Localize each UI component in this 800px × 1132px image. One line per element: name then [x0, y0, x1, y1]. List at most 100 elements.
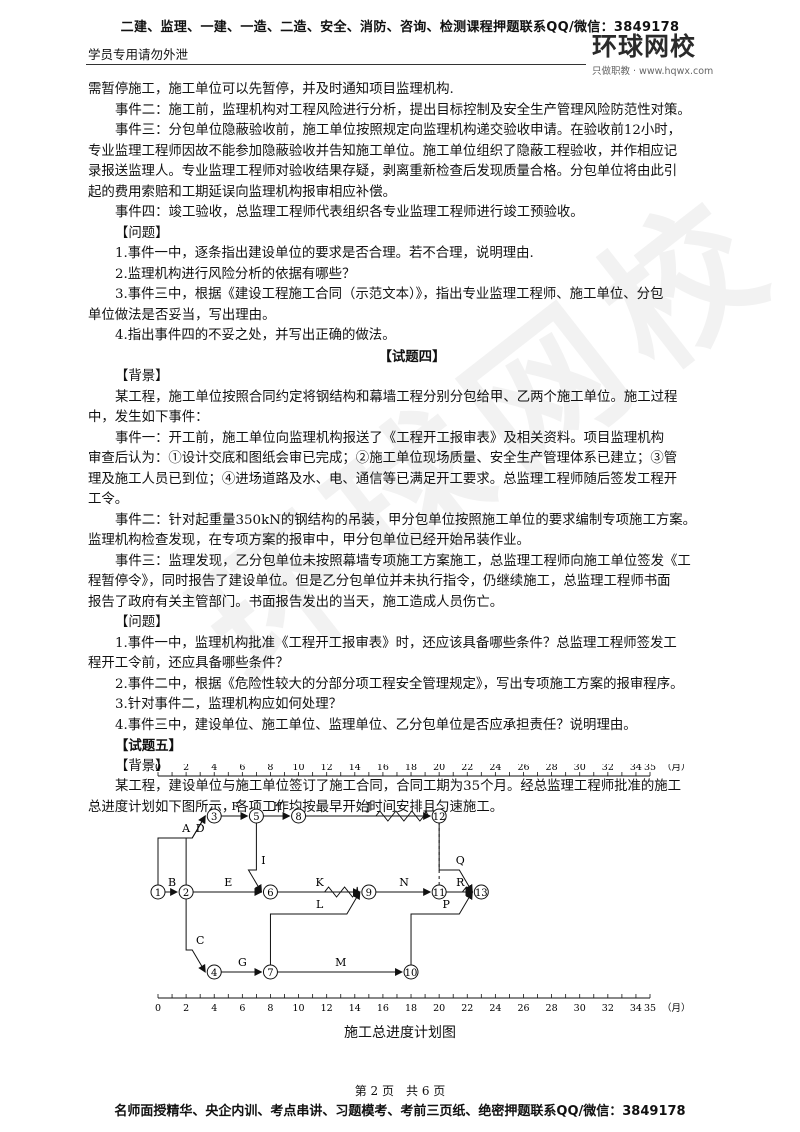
axis-tick-label: 12 [321, 1003, 333, 1014]
event-node [262, 884, 278, 900]
axis-tick-label: 26 [517, 1003, 529, 1014]
free-float-wave [324, 886, 359, 898]
axis-tick-label: 18 [405, 1003, 417, 1014]
event-node [178, 884, 194, 900]
header-divider [86, 64, 586, 65]
axis-tick-label: 6 [239, 1003, 245, 1014]
axis-tick-label: 16 [377, 764, 389, 773]
axis-tick-label: 16 [377, 1003, 389, 1014]
text-line: 某工程，建设单位与施工单位签订了施工合同，合同工期为35个月。经总监理工程师批准… [115, 779, 682, 794]
axis-tick-label: 10 [293, 1003, 305, 1014]
text-line: 1.事件一中，逐条指出建设单位的要求是否合理。若不合理，说明理由. [115, 246, 534, 261]
text-line: 【试题五】 [115, 738, 182, 754]
event-node [248, 808, 264, 824]
event-node-label: 11 [433, 888, 446, 899]
axis-tick-label: 24 [489, 1003, 501, 1014]
text-line: 事件二：施工前，监理机构对工程风险进行分析，提出目标控制及安全生产管理风险防范性… [115, 102, 691, 118]
axis-tick-label: 32 [602, 764, 614, 773]
axis-tick-label: 35 [644, 764, 656, 773]
text-line: 单位做法是否妥当，写出理由。 [88, 307, 276, 323]
axis-tick-label: 20 [433, 764, 445, 773]
student-only-note: 学员专用请勿外泄 [88, 47, 189, 62]
axis-tick-label: 24 [489, 764, 501, 773]
axis-tick-label: 8 [267, 764, 273, 773]
event-node [206, 964, 222, 980]
axis-unit-label: （月） [662, 764, 691, 773]
text-line: 录报送监理人。专业监理工程师对验收结果存疑，剥离重新检查后发现质量合格。分包单位… [88, 164, 678, 179]
axis-tick-label: 28 [546, 1003, 558, 1014]
activity-label: G [238, 956, 247, 969]
text-line: 2.监理机构进行风险分析的依据有哪些？ [115, 266, 356, 282]
activity-label: L [316, 898, 324, 911]
activity-label: H [273, 800, 283, 813]
text-line: 事件三：分包单位隐蔽验收前，施工单位按照规定向监理机构递交验收申请。在验收前12… [115, 123, 682, 138]
text-line: 报告了政府有关主管部门。书面报告发出的当天，施工造成人员伤亡。 [88, 594, 504, 610]
text-line: 4.指出事件四的不妥之处，并写出正确的做法。 [115, 328, 396, 343]
axis-tick-label: 2 [183, 764, 189, 773]
text-line: 程暂停令》，同时报告了建设单位。但是乙分包单位并未执行指令，仍继续施工，总监理工… [88, 574, 671, 589]
activity-arrow [410, 891, 473, 965]
event-node [431, 884, 447, 900]
text-line: 【试题四】 [378, 348, 446, 365]
axis-tick-label: 14 [349, 1003, 361, 1014]
text-line: 【背景】 [115, 758, 169, 774]
event-node [150, 884, 166, 900]
text-line: 监理机构检查发现，在专项方案的报审中，甲分包单位已经开始吊装作业。 [88, 533, 530, 548]
event-node [291, 808, 307, 824]
text-line: 专业监理工程师因故不能参加隐蔽验收并告知施工单位。施工单位组织了隐蔽工程验收，并… [88, 143, 678, 159]
free-float-wave [461, 886, 471, 893]
text-line: 审查后认为：①设计交底和图纸会审已完成；②施工单位现场质量、安全生产管理体系已建… [88, 451, 678, 466]
activity-arrow [185, 899, 206, 973]
activity-label: B [168, 876, 176, 889]
activity-arrow [269, 891, 361, 965]
axis-tick-label: 22 [461, 1003, 473, 1014]
text-line: 【问题】 [115, 615, 169, 630]
event-node-label: 7 [267, 968, 273, 979]
event-node-label: 8 [295, 812, 301, 823]
activity-label: N [399, 876, 409, 889]
event-node-label: 2 [183, 888, 189, 899]
axis-tick-label: 34 [630, 764, 642, 773]
event-node [361, 884, 377, 900]
event-node-label: 9 [366, 888, 372, 899]
axis-tick-label: 4 [211, 764, 217, 773]
activity-label: F [231, 800, 239, 813]
logo-title: 环球网校 [592, 32, 697, 61]
event-node-label: 12 [433, 812, 446, 823]
axis-tick-label: 4 [211, 1003, 217, 1014]
text-line: 某工程，施工单位按照合同约定将钢结构和幕墙工程分别分包给甲、乙两个施工单位。施工… [115, 389, 678, 405]
activity-label: Q [456, 854, 465, 867]
activity-label: E [224, 876, 232, 889]
text-line: 事件一：开工前，施工单位向监理机构报送了《工程开工报审表》及相关资料。项目监理机… [115, 430, 665, 446]
page-number: 第 2 页 共 6 页 [354, 1084, 446, 1098]
axis-tick-label: 32 [602, 1003, 614, 1014]
event-node [206, 808, 222, 824]
chart-caption: 施工总进度计划图 [344, 1025, 456, 1041]
activity-label: A [181, 822, 191, 835]
axis-tick-label: 2 [183, 1003, 189, 1014]
activity-label: M [335, 956, 346, 969]
logo-subtitle: 只做职教 · www.hqwx.com [592, 66, 714, 77]
text-line: 3.事件三中，根据《建设工程施工合同（示范文本）》，指出专业监理工程师、施工单位… [115, 287, 664, 302]
event-node-label: 6 [267, 888, 273, 899]
axis-tick-label: 12 [321, 764, 333, 773]
axis-tick-label: 20 [433, 1003, 445, 1014]
axis-tick-label: 30 [574, 1003, 586, 1014]
text-line: 需暂停施工，施工单位可以先暂停，并及时通知项目监理机构. [88, 82, 454, 97]
axis-tick-label: 0 [155, 764, 161, 773]
top-banner: 二建、监理、一建、一造、二造、安全、消防、咨询、检测课程押题联系QQ/微信：38… [120, 20, 680, 35]
text-line: 事件三：监理发现，乙分包单位未按照幕墙专项施工方案施工，总监理工程师向施工单位签… [115, 553, 691, 569]
text-line: 【问题】 [115, 225, 169, 241]
activity-label: J [366, 800, 371, 813]
axis-tick-label: 0 [155, 1003, 161, 1014]
free-float-wave [375, 809, 429, 822]
document-body: 需暂停施工，施工单位可以先暂停，并及时通知项目监理机构. 事件二：施工前，监理机构… [88, 80, 736, 818]
event-node-label: 1 [155, 888, 161, 899]
event-node [403, 964, 419, 980]
axis-unit-label: （月） [662, 1002, 691, 1014]
axis-tick-label: 22 [461, 764, 473, 773]
site-logo: 环球网校 只做职教 · www.hqwx.com [592, 32, 732, 78]
text-line: 理及施工人员已到位；④进场道路及水、电、通信等已满足开工要求。总监理工程师随后签… [88, 471, 678, 487]
event-node-label: 5 [253, 812, 259, 823]
